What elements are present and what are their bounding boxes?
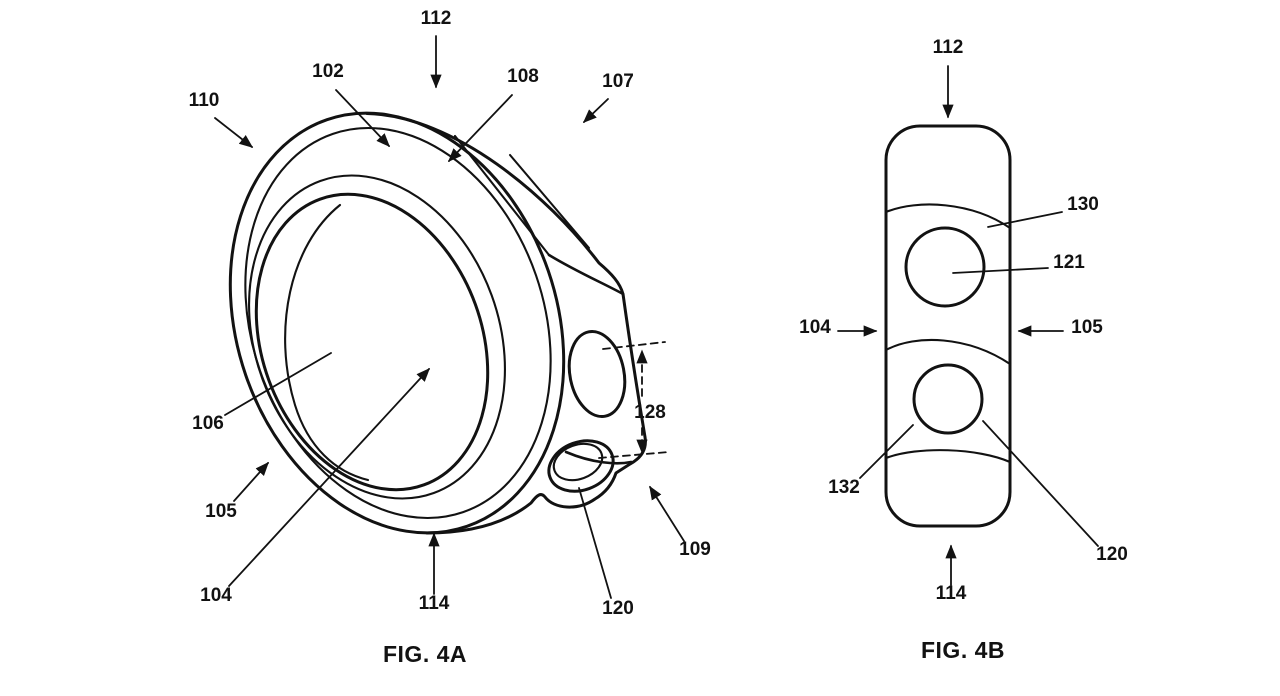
band-curve-bottom [884,449,1012,464]
dim-extension-top [602,341,666,350]
leader-107 [582,98,609,123]
fig-4a-labels: 112 102 108 107 110 106 105 104 114 120 … [189,8,711,619]
leader-106 [224,352,332,416]
ref-104: 104 [200,585,232,606]
leader-121 [952,267,1049,274]
ref-121: 121 [1053,252,1085,273]
ref-110: 110 [189,90,220,111]
ring-band-silhouette [365,112,647,535]
fig-4b: 112 130 121 104 105 132 120 114 FIG. 4B [799,37,1128,663]
leader-104 [228,367,430,587]
leader-102 [335,89,390,148]
button-outer-rim [547,439,615,493]
leader-132 [859,424,914,479]
ref-105b: 105 [1071,317,1103,338]
bottom-circle [912,363,984,435]
ref-106: 106 [192,413,224,434]
leader-120b [982,420,1099,547]
fig-4a: 112 102 108 107 110 106 105 104 114 120 … [189,8,711,667]
band-outline [884,124,1012,528]
ref-120: 120 [602,598,634,619]
ref-105: 105 [205,501,237,522]
ref-108: 108 [507,66,539,87]
band-drawing [884,124,1012,528]
leader-110 [214,117,254,148]
ref-114: 114 [419,593,450,614]
band-curve-middle [884,338,1012,366]
button-top-face [552,442,604,482]
leader-109 [649,485,685,542]
ring-drawing [228,111,647,535]
ring-bore-inner-surface [284,203,370,482]
leader-120 [578,487,612,599]
ref-112: 112 [421,8,452,29]
ring-front-rim-outer [228,111,566,535]
ref-120b: 120 [1096,544,1128,565]
ring-facet-line-2 [508,153,591,250]
top-circle [904,226,986,308]
leader-108 [448,94,513,163]
ring-face-top-edge [547,253,625,296]
fig-4a-leaders [214,35,685,599]
ref-102: 102 [312,61,344,82]
ref-132: 132 [828,477,860,498]
ref-114b: 114 [936,583,967,604]
ring-facet-line-1 [453,134,551,257]
fig-4b-leaders [837,65,1099,586]
ref-104b: 104 [799,317,831,338]
band-curve-top [884,203,1012,230]
ref-109: 109 [679,539,711,560]
ring-bore-edge [254,192,490,492]
dim-extension-bottom [598,451,670,459]
fig-4b-labels: 112 130 121 104 105 132 120 114 [799,37,1128,604]
sensor-window-oval [567,329,627,419]
leader-105 [233,461,269,502]
ref-128: 128 [634,402,666,423]
leader-130 [987,211,1063,228]
ref-112b: 112 [933,37,964,58]
ref-130: 130 [1067,194,1099,215]
fig-4a-caption: FIG. 4A [383,641,467,667]
ref-107: 107 [602,71,634,92]
ring-bore-chamfer [248,174,506,500]
fig-4b-caption: FIG. 4B [921,637,1005,663]
ring-face-bottom-edge [564,450,633,465]
